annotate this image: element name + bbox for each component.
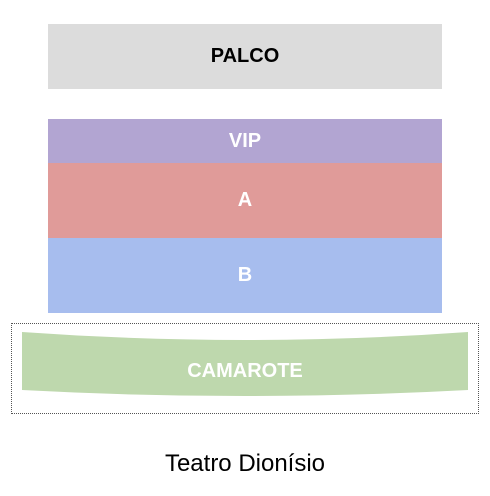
section-b-label: B bbox=[237, 264, 253, 286]
section-a[interactable]: A bbox=[48, 163, 442, 238]
stage-area[interactable]: PALCO bbox=[48, 24, 442, 89]
box-area-outline bbox=[11, 323, 479, 414]
section-a-label: A bbox=[237, 189, 253, 211]
section-box-shape[interactable] bbox=[22, 326, 468, 396]
section-box-fill[interactable] bbox=[22, 332, 468, 396]
section-box-label: CAMAROTE bbox=[187, 359, 303, 382]
section-vip-label: VIP bbox=[228, 129, 262, 152]
venue-title: Teatro Dionísio bbox=[164, 450, 326, 477]
stage-label: PALCO bbox=[210, 45, 280, 67]
section-vip[interactable]: VIP bbox=[48, 119, 442, 163]
section-b[interactable]: B bbox=[48, 238, 442, 313]
